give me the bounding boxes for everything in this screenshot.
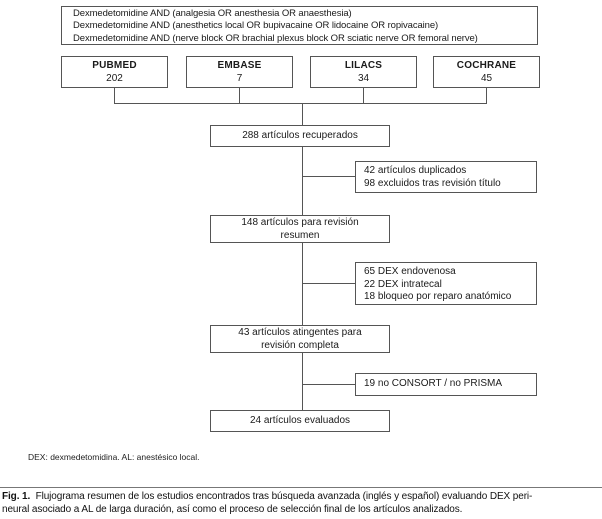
full-review-box: 43 artículos atingentes para revisión co… bbox=[210, 325, 390, 353]
excluded-type-box: 65 DEX endovenosa 22 DEX intratecal 18 b… bbox=[355, 262, 537, 305]
excluded-iv-text: 65 DEX endovenosa bbox=[364, 266, 456, 277]
connector-branch-reporting bbox=[302, 384, 357, 385]
caption-text-2: neural asociado a AL de larga duración, … bbox=[2, 503, 463, 515]
full-review-line-1: 43 artículos atingentes para bbox=[238, 327, 362, 338]
abstract-review-line-2: resumen bbox=[280, 229, 320, 241]
database-name-cochrane: COCHRANE bbox=[456, 60, 517, 71]
full-review-line-2: revisión completa bbox=[261, 339, 339, 351]
excluded-title-box: 42 artículos duplicados 98 excluidos tra… bbox=[355, 161, 537, 193]
caption-divider bbox=[0, 487, 602, 488]
database-count-embase: 7 bbox=[236, 72, 243, 84]
evaluated-text: 24 artículos evaluados bbox=[249, 415, 351, 426]
excluded-intrathecal-text: 22 DEX intratecal bbox=[364, 278, 442, 290]
figure-label: Fig. 1. bbox=[2, 491, 31, 502]
abbreviations-footnote: DEX: dexmedetomidina. AL: anestésico loc… bbox=[28, 452, 200, 462]
retrieved-box: 288 artículos recuperados bbox=[210, 125, 390, 147]
search-query-line-2: Dexmedetomidine AND (anesthetics local O… bbox=[73, 20, 439, 32]
database-box-pubmed: PUBMED 202 bbox=[61, 56, 168, 88]
evaluated-box: 24 artículos evaluados bbox=[210, 410, 390, 432]
figure-caption: Fig. 1. Flujograma resumen de los estudi… bbox=[2, 491, 602, 516]
excluded-title-review-text: 98 excluidos tras revisión título bbox=[364, 177, 501, 189]
connector-stub-pubmed bbox=[114, 88, 115, 103]
database-name-pubmed: PUBMED bbox=[92, 60, 137, 71]
connector-spine-3 bbox=[302, 353, 303, 410]
database-name-lilacs: LILACS bbox=[344, 60, 383, 71]
search-strategy-box: Dexmedetomidine AND (analgesia OR anesth… bbox=[61, 6, 538, 45]
caption-text-1: Flujograma resumen de los estudios encon… bbox=[35, 491, 533, 502]
database-count-lilacs: 34 bbox=[357, 72, 370, 84]
caption-line-2: neural asociado a AL de larga duración, … bbox=[2, 504, 602, 517]
search-query-line-3: Dexmedetomidine AND (nerve block OR brac… bbox=[73, 32, 478, 44]
connector-stub-lilacs bbox=[363, 88, 364, 103]
connector-spine-2 bbox=[302, 243, 303, 325]
connector-stub-embase bbox=[239, 88, 240, 103]
database-count-cochrane: 45 bbox=[480, 72, 493, 84]
database-box-embase: EMBASE 7 bbox=[186, 56, 293, 88]
caption-line-1: Fig. 1. Flujograma resumen de los estudi… bbox=[2, 491, 602, 504]
connector-collector bbox=[114, 103, 487, 104]
connector-stub-cochrane bbox=[486, 88, 487, 103]
database-name-embase: EMBASE bbox=[217, 60, 262, 71]
connector-branch-duplicates bbox=[302, 176, 355, 177]
database-count-pubmed: 202 bbox=[106, 72, 123, 84]
connector-branch-exclusion-type bbox=[302, 283, 357, 284]
excluded-landmark-text: 18 bloqueo por reparo anatómico bbox=[364, 291, 512, 302]
connector-drop-retrieved bbox=[302, 103, 303, 125]
database-box-lilacs: LILACS 34 bbox=[310, 56, 417, 88]
excluded-reporting-box: 19 no CONSORT / no PRISMA bbox=[355, 373, 537, 396]
abstract-review-line-1: 148 artículos para revisión bbox=[241, 217, 359, 228]
excluded-reporting-text: 19 no CONSORT / no PRISMA bbox=[364, 378, 503, 389]
abstract-review-box: 148 artículos para revisión resumen bbox=[210, 215, 390, 243]
retrieved-text: 288 artículos recuperados bbox=[242, 130, 358, 141]
database-box-cochrane: COCHRANE 45 bbox=[433, 56, 540, 88]
connector-spine-1 bbox=[302, 147, 303, 215]
excluded-duplicates-text: 42 artículos duplicados bbox=[364, 165, 467, 176]
search-query-line-1: Dexmedetomidine AND (analgesia OR anesth… bbox=[73, 8, 352, 19]
